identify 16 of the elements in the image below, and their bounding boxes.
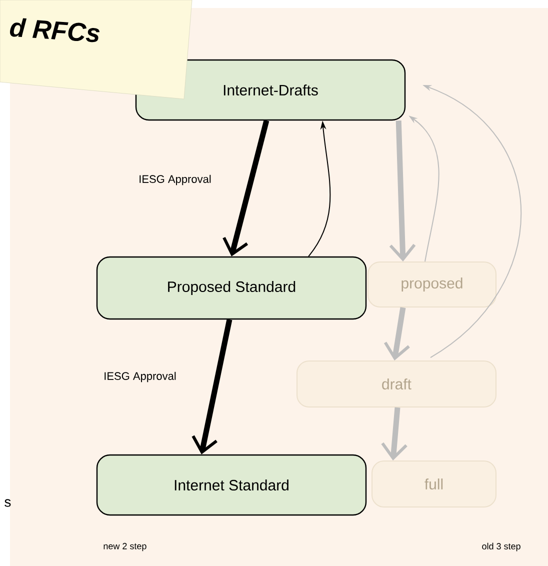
arrow: [192, 319, 232, 454]
column-caption: old 3 step: [482, 542, 520, 552]
faded-box: draft: [296, 360, 496, 408]
arrow: [389, 120, 416, 262]
faded-box: proposed: [368, 262, 496, 308]
column-caption: new 2 step: [104, 542, 146, 552]
arrow: [381, 407, 408, 460]
process-box: Proposed Standard: [96, 256, 367, 320]
faded-box: full: [372, 460, 496, 508]
process-box: Internet Standard: [96, 454, 367, 516]
arrow: [222, 120, 270, 256]
edge-label: IESG Approval: [102, 370, 178, 384]
arrow: [384, 307, 410, 360]
edge-label: IESG Approval: [138, 174, 212, 186]
sticky-note: d RFCs: [0, 0, 192, 100]
layout-text: s: [4, 499, 11, 507]
